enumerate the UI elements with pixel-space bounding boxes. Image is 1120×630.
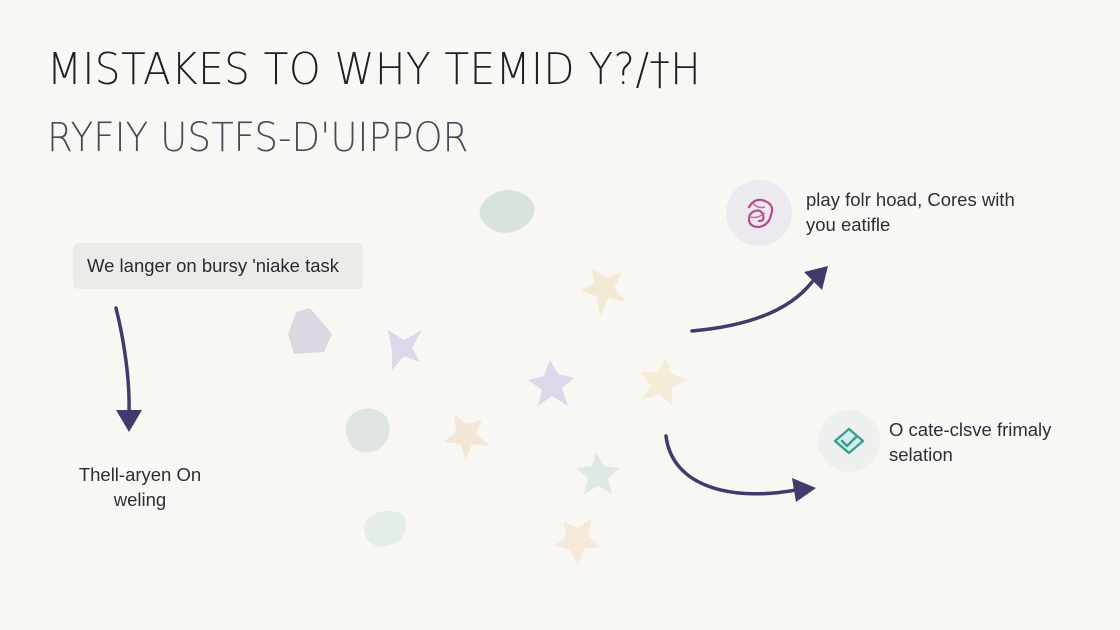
start-task-box: We langer on bursy 'niake task — [73, 243, 363, 289]
check-badge-icon — [833, 427, 865, 455]
left-outcome-text: Thell-aryen On weling — [70, 462, 210, 512]
decor-flower-3 — [528, 360, 574, 406]
decor-flower-2 — [580, 268, 626, 316]
decor-flower-6 — [554, 518, 602, 566]
bottom-outcome-line-1: O cate-clsve frimaly — [889, 419, 1052, 440]
bottom-outcome-line-2: selation — [889, 444, 953, 465]
top-outcome-line-1: play folr hoad, Cores with — [806, 189, 1015, 210]
decor-blob-3 — [364, 510, 407, 547]
decor-blob-2 — [345, 408, 390, 453]
arrow-up-right-head — [804, 266, 828, 290]
decor-gem-1 — [288, 308, 332, 354]
decor-flower-4 — [640, 358, 688, 406]
arrow-down-icon — [114, 306, 131, 414]
arrow-down-right-icon — [664, 434, 798, 496]
top-outcome-icon-badge — [726, 180, 792, 246]
bottom-outcome-icon-badge — [818, 410, 880, 472]
left-outcome-line-1: Thell-aryen On — [78, 464, 202, 485]
arrow-down-head — [116, 410, 142, 432]
decor-flower-1 — [388, 330, 422, 370]
arrow-up-right-icon — [690, 280, 814, 333]
decor-flower-5 — [444, 414, 490, 460]
decor-blob-1 — [479, 189, 535, 233]
bottom-outcome-text: O cate-clsve frimaly selation — [889, 417, 1051, 467]
top-outcome-text: play folr hoad, Cores with you eatifle — [806, 187, 1015, 237]
decor-star-1 — [576, 452, 620, 494]
arrow-down-right-head — [792, 478, 816, 502]
page-subtitle: RYFIY USTFS-D'UIPPOR — [47, 115, 469, 161]
scribble-blob-icon — [747, 198, 774, 229]
left-outcome-line-2: weling — [113, 489, 167, 510]
top-outcome-line-2: you eatifle — [806, 214, 891, 235]
page-title: MISTAKES TO WHY TEMID Y?/†H — [47, 44, 702, 95]
